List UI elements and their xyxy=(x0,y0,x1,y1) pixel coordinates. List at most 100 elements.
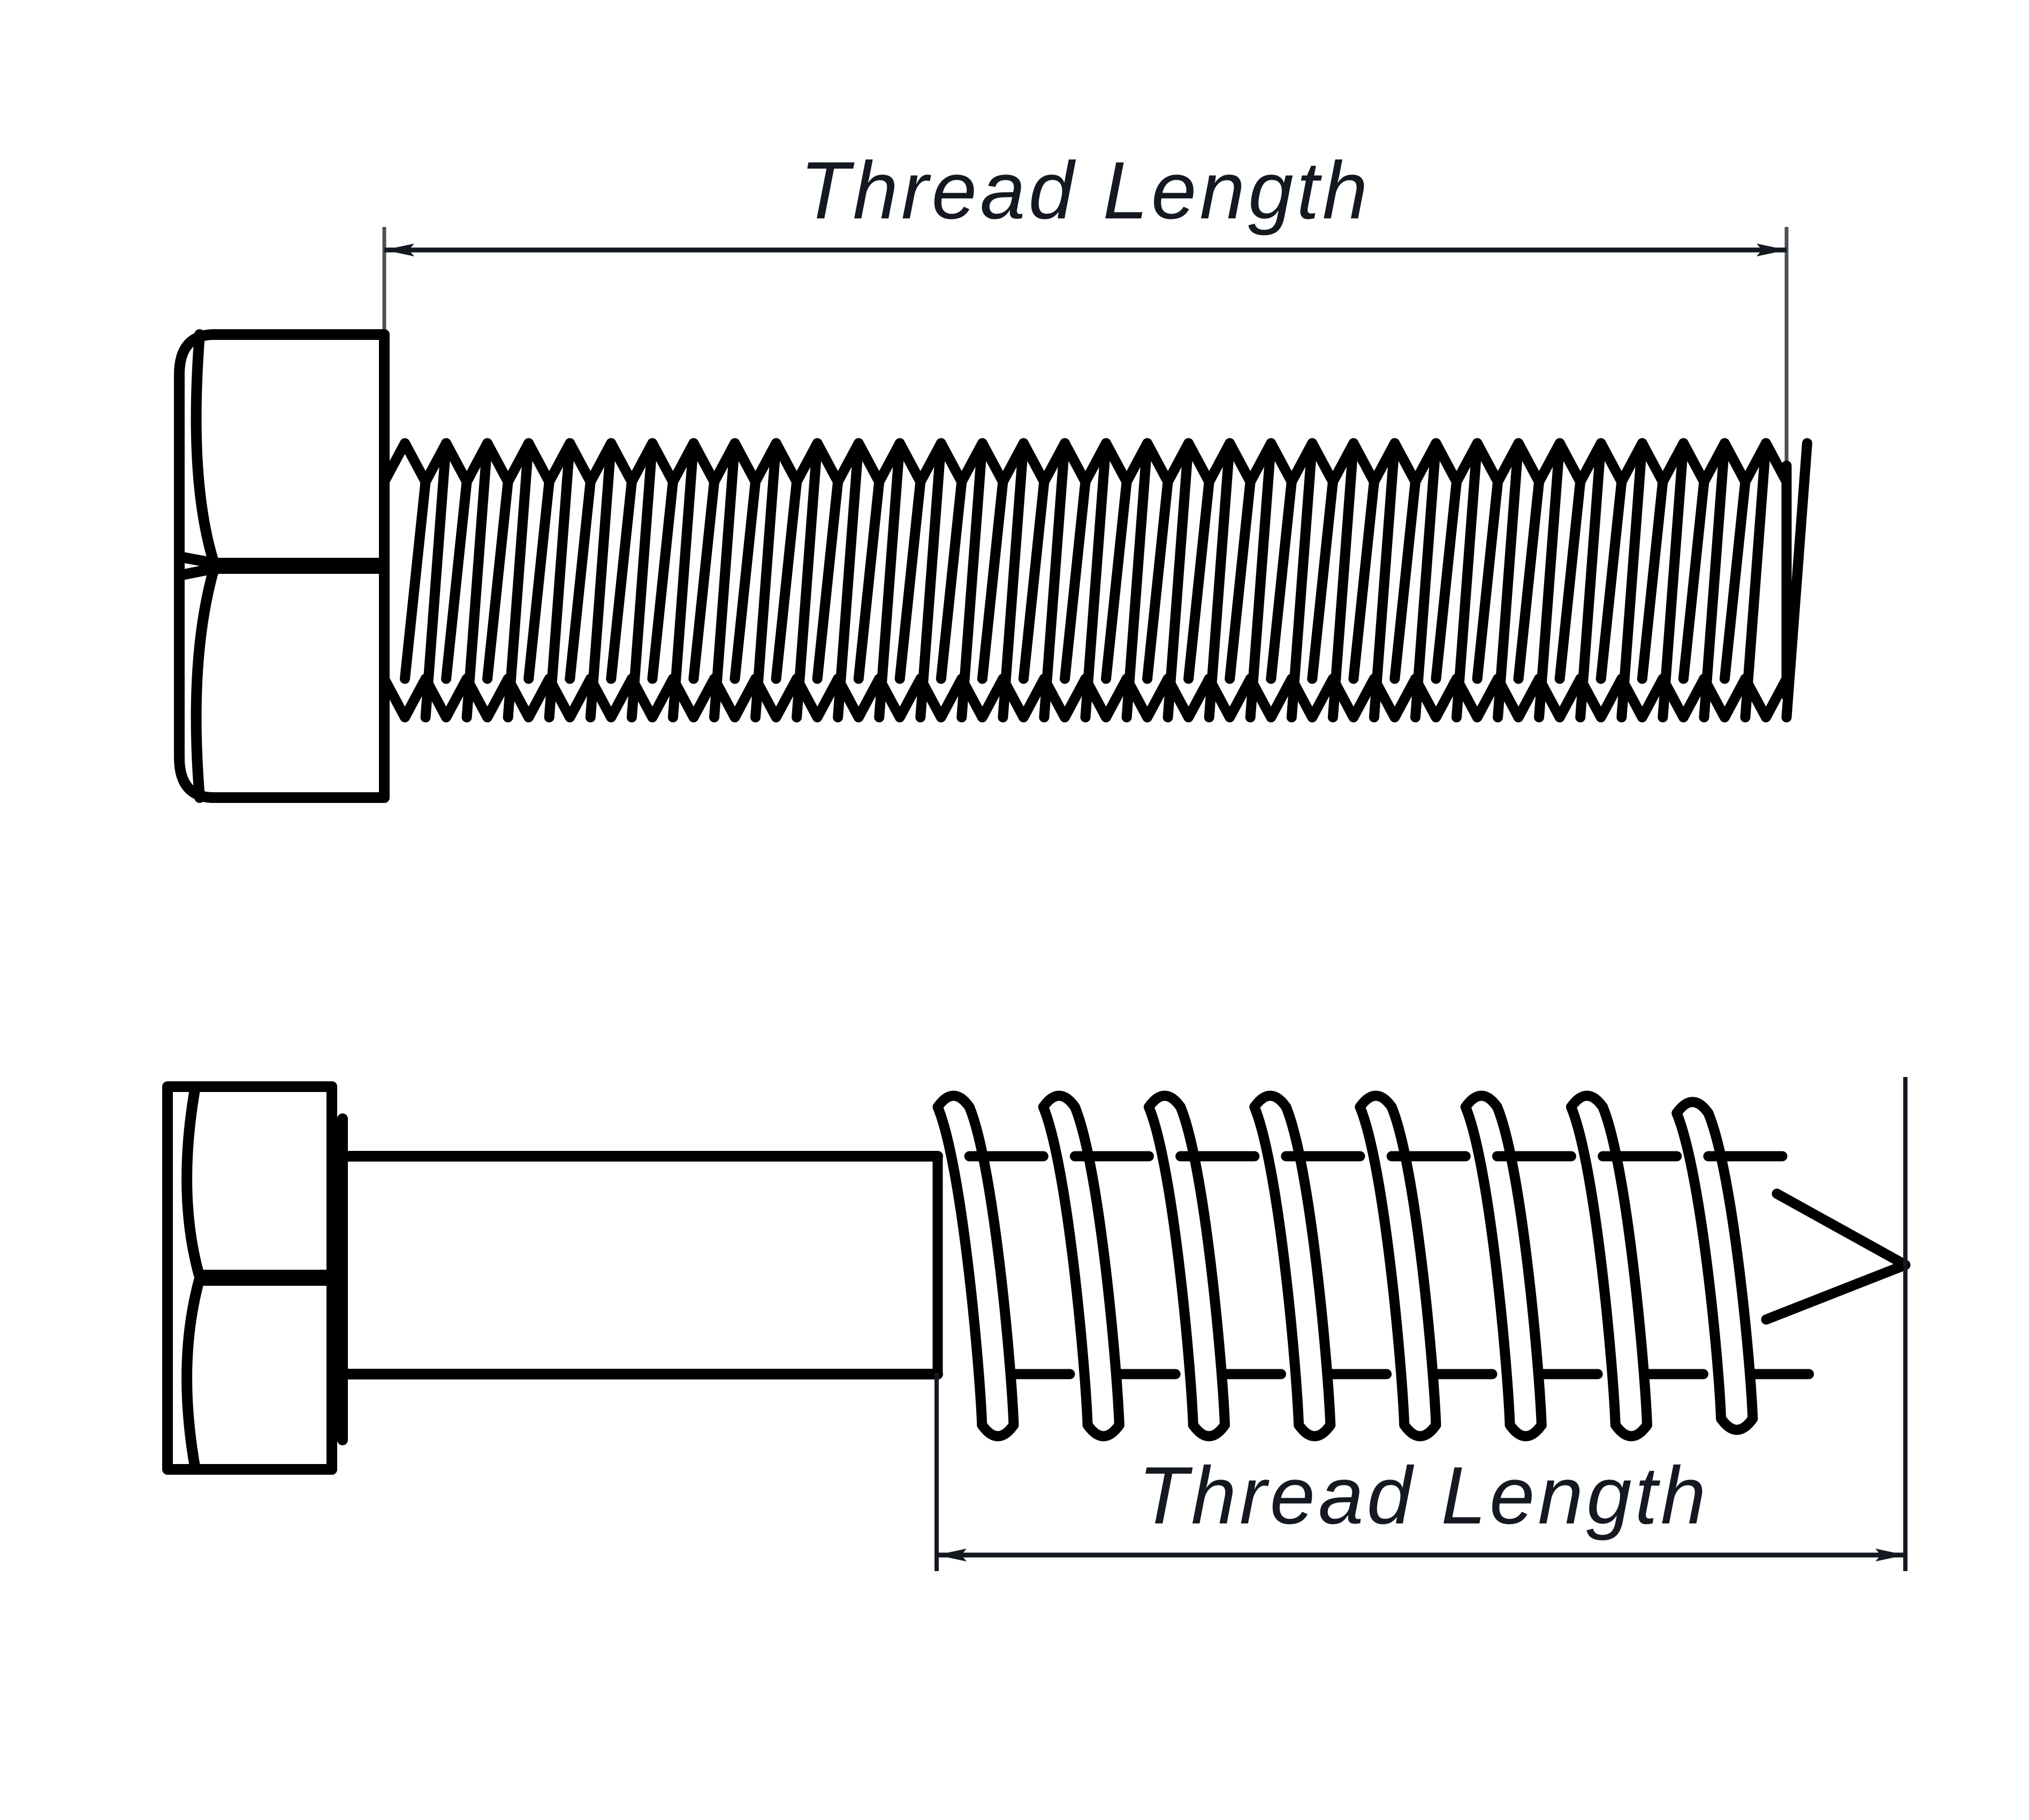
thread-flank-line xyxy=(1616,438,1647,723)
thread-root-line xyxy=(1266,476,1297,684)
thread-crest-bottom xyxy=(1504,1420,1547,1442)
thread-crest-top xyxy=(1566,1090,1608,1112)
head-chamfer-arc-upper xyxy=(191,329,390,568)
thread-turn-front-edge xyxy=(932,1102,987,1430)
thread-root-line xyxy=(894,476,926,684)
thread-root-line xyxy=(1637,476,1668,684)
thread-flank-line xyxy=(874,438,905,723)
thread-root-line xyxy=(523,476,554,684)
thread-turn-back-edge xyxy=(1386,1102,1441,1430)
thread-turn-front-edge xyxy=(1671,1108,1727,1424)
thread-flank-line xyxy=(1121,438,1153,723)
thread-root-line xyxy=(647,476,678,684)
thread-flank-line xyxy=(667,438,699,723)
thread-root-line xyxy=(1142,476,1173,684)
thread-crest-bottom xyxy=(1294,1420,1336,1442)
hex-bolt-figure: Thread Length xyxy=(174,145,1812,803)
bottom-dimension-label: Thread Length xyxy=(1138,1450,1709,1541)
thread-root-line xyxy=(1225,476,1256,684)
thread-flank-line xyxy=(833,438,864,723)
thread-flank-line xyxy=(1327,438,1359,723)
thread-crest-top xyxy=(1355,1090,1397,1112)
lag-screw-head xyxy=(162,1081,348,1475)
thread-turn-back-edge xyxy=(964,1102,1019,1430)
thread-root-line xyxy=(1307,476,1338,684)
thread-flank-line xyxy=(1740,438,1771,723)
thread-root-line xyxy=(1348,476,1379,684)
thread-flank-line xyxy=(1204,438,1235,723)
head-chamfer-arc-upper xyxy=(181,1081,337,1280)
thread-flank-line xyxy=(461,438,493,723)
head-corner-tick-upper xyxy=(174,551,219,568)
thread-flank-line xyxy=(750,438,781,723)
bottom-thread-length-dimension: Thread Length xyxy=(934,1077,1908,1571)
thread-crest-bottom xyxy=(1082,1420,1124,1442)
thread-turn-back-edge xyxy=(1175,1102,1230,1430)
thread-root-line xyxy=(1101,476,1132,684)
thread-root-line xyxy=(853,476,885,684)
thread-flank-line xyxy=(420,438,452,723)
thread-crest-bottom xyxy=(1399,1420,1441,1442)
thread-root-line xyxy=(1472,476,1503,684)
thread-root-line xyxy=(771,476,802,684)
thread-turn-back-edge xyxy=(1703,1108,1758,1424)
thread-flank-line xyxy=(1286,438,1318,723)
thread-turn-back-edge xyxy=(1598,1102,1652,1430)
thread-turn-back-edge xyxy=(1069,1102,1124,1430)
thread-root-line xyxy=(1431,476,1462,684)
thread-turn-front-edge xyxy=(1249,1102,1304,1430)
thread-flank-line xyxy=(956,438,987,723)
lag-screw-figure: Thread Length xyxy=(162,1077,1911,1571)
thread-crest-bottom xyxy=(1188,1420,1230,1442)
thread-crest-bottom xyxy=(977,1420,1019,1442)
thread-root-line xyxy=(400,476,431,684)
thread-root-line xyxy=(688,476,719,684)
head-outline xyxy=(162,1081,337,1475)
top-dimension-label: Thread Length xyxy=(800,145,1371,236)
thread-root-line xyxy=(1678,476,1709,684)
thread-root-line xyxy=(441,476,472,684)
thread-crest-top xyxy=(1038,1090,1080,1112)
thread-flank-line xyxy=(626,438,658,723)
thread-crest-top xyxy=(1460,1090,1502,1112)
thread-flank-line xyxy=(1452,438,1483,723)
head-chamfer-arc-lower xyxy=(191,563,390,803)
thread-root-line xyxy=(936,476,967,684)
thread-crest-top xyxy=(932,1090,975,1112)
thread-crest-top xyxy=(1249,1090,1291,1112)
thread-flank-line xyxy=(503,438,534,723)
thread-flank-line xyxy=(1575,438,1606,723)
thread-flank-line xyxy=(1162,438,1194,723)
thread-root-line xyxy=(1595,476,1627,684)
thread-crest-top xyxy=(1144,1090,1186,1112)
hex-bolt-head xyxy=(174,329,390,803)
thread-root-line xyxy=(1513,476,1545,684)
thread-root-line xyxy=(812,476,843,684)
thread-root-line xyxy=(482,476,513,684)
thread-flank-line xyxy=(1039,438,1070,723)
thread-flank-line xyxy=(998,438,1029,723)
thread-root-line xyxy=(1389,476,1420,684)
head-chamfer-arc-lower xyxy=(181,1275,337,1475)
thread-flank-line xyxy=(544,438,575,723)
thread-flank-line xyxy=(585,438,617,723)
thread-crest-bottom xyxy=(1716,1413,1758,1435)
thread-root-line xyxy=(1183,476,1214,684)
thread-turn-front-edge xyxy=(1566,1102,1621,1430)
head-corner-tick-lower xyxy=(174,563,219,581)
thread-root-line xyxy=(1554,476,1586,684)
thread-root-line xyxy=(729,476,761,684)
thread-turn-front-edge xyxy=(1038,1102,1093,1430)
thread-crest-bottom xyxy=(1610,1420,1652,1442)
top-thread-length-dimension: Thread Length xyxy=(382,145,1789,503)
thread-root-line xyxy=(1719,476,1751,684)
lag-screw-thread xyxy=(932,1090,1814,1442)
thread-root-line xyxy=(1060,476,1091,684)
thread-turn-front-edge xyxy=(1355,1102,1410,1430)
thread-flank-line xyxy=(1493,438,1524,723)
thread-turn-back-edge xyxy=(1492,1102,1547,1430)
thread-root-line xyxy=(606,476,637,684)
thread-turn-front-edge xyxy=(1460,1102,1515,1430)
